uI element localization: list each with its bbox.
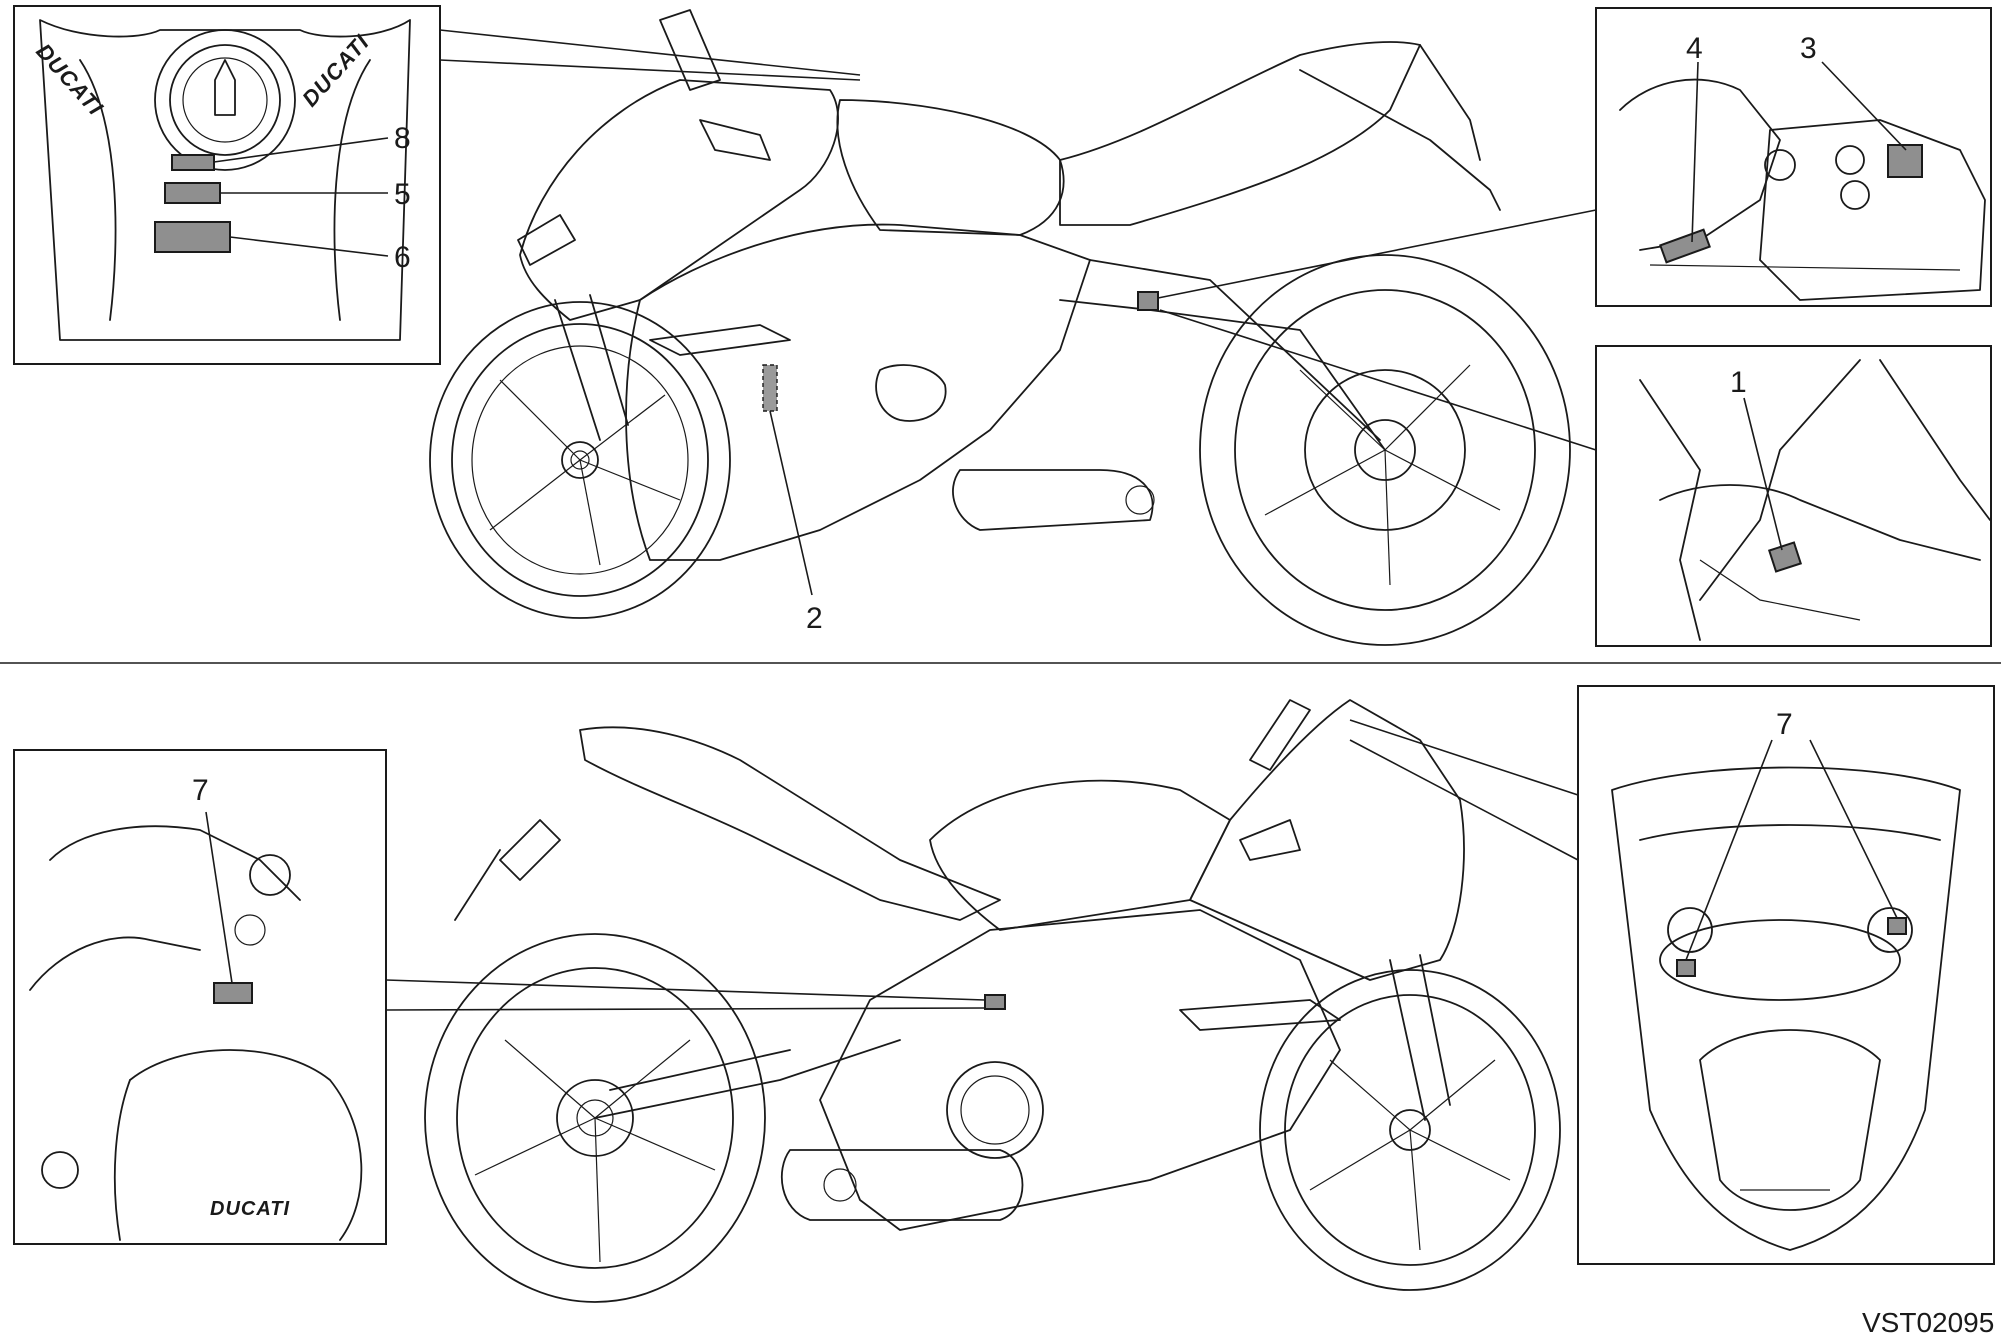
- callout-1: 1: [1730, 366, 1747, 399]
- inset-frame-label-1: 1: [1595, 345, 1992, 647]
- callout-3: 3: [1800, 32, 1817, 65]
- label-7-location-marker: [984, 994, 1006, 1010]
- callout-6: 6: [394, 241, 411, 274]
- label-7-marker-right-a: [1676, 959, 1696, 977]
- inset-3-4-location-marker: [1137, 291, 1159, 311]
- label-7-marker-right-b: [1887, 917, 1907, 935]
- label-2-marker: [762, 364, 778, 412]
- label-6-marker: [154, 221, 231, 253]
- label-7-marker-left: [213, 982, 253, 1004]
- inset-frame-labels-3-4: 4 3: [1595, 7, 1992, 307]
- callout-2: 2: [806, 602, 823, 635]
- callout-7-right: 7: [1776, 708, 1793, 741]
- label-4-marker: [1659, 228, 1711, 264]
- inset-clutch-area-label-7: DUCATI 7: [13, 749, 387, 1245]
- callout-8: 8: [394, 122, 411, 155]
- callout-5: 5: [394, 178, 411, 211]
- motorcycle-left-side-view: [429, 9, 1571, 646]
- label-5-marker: [164, 182, 221, 204]
- callout-4: 4: [1686, 32, 1703, 65]
- drawing-code: VST02095: [1862, 1307, 1994, 1338]
- callout-7-left: 7: [192, 774, 209, 807]
- inset-headstock-label-7: 7: [1577, 685, 1995, 1265]
- label-8-marker: [171, 154, 215, 171]
- inset-tank-labels: DUCATI DUCATI 8 5 6: [13, 5, 441, 365]
- label-3-marker: [1887, 144, 1923, 178]
- clutch-cover-logo: DUCATI: [210, 1198, 290, 1220]
- motorcycle-right-side-view: [424, 699, 1561, 1303]
